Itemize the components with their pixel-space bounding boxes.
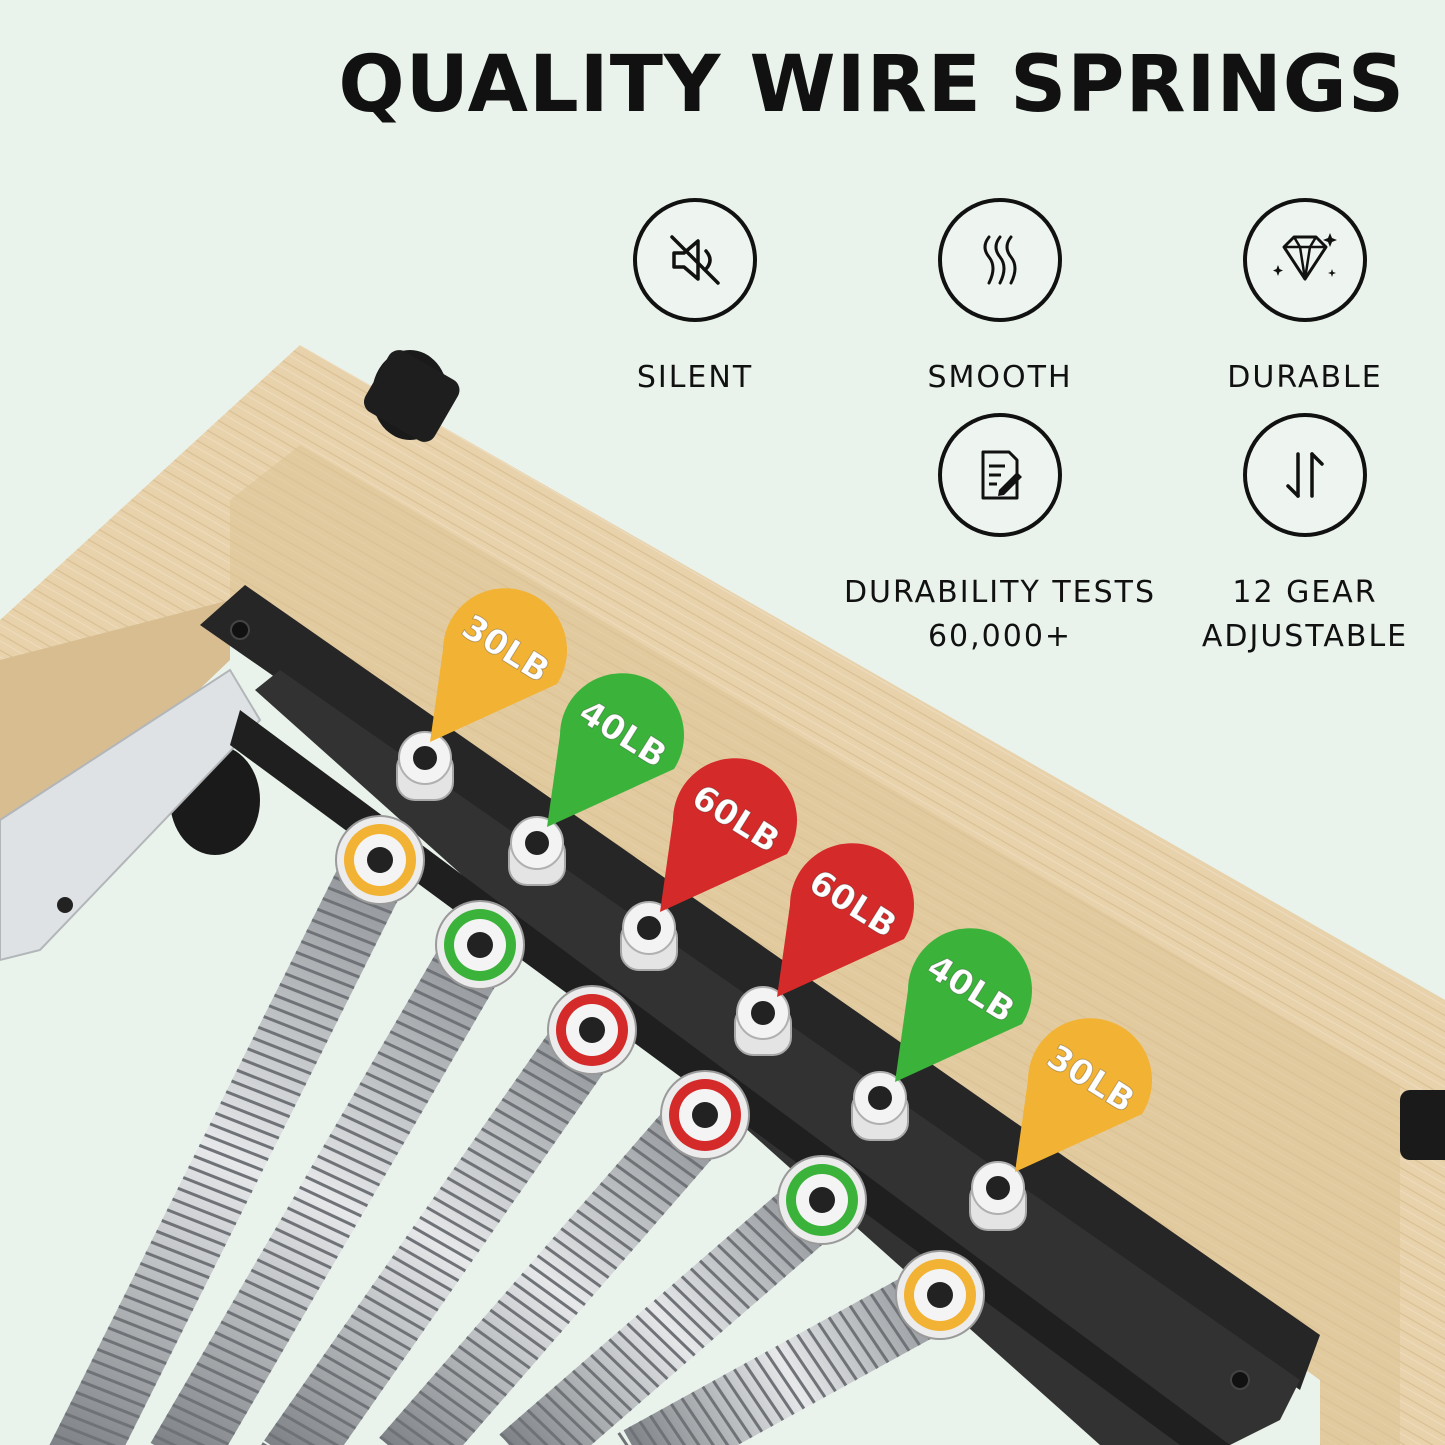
feature-label: SILENT: [636, 360, 754, 395]
anchors-group: [335, 815, 985, 1340]
adjustment-peg: [508, 816, 566, 886]
weight-marker: 40LB: [895, 928, 1032, 1082]
spring: [48, 844, 411, 1445]
weight-marker: 60LB: [660, 758, 797, 912]
spring-anchor-knob: [777, 1155, 867, 1245]
feature-label: SMOOTH: [927, 360, 1073, 395]
adjustment-peg: [396, 731, 454, 801]
pegs-group: [396, 731, 1027, 1231]
feature-smooth: SMOOTH: [840, 198, 1160, 400]
headline: QUALITY WIRE SPRINGS: [338, 40, 1405, 130]
spring-anchor-knob: [660, 1070, 750, 1160]
spring-anchor-knob: [547, 985, 637, 1075]
weight-marker: 30LB: [430, 588, 567, 742]
feature-label-line2: ADJUSTABLE: [1201, 619, 1409, 654]
feature-label-line2: 60,000+: [927, 619, 1073, 654]
feature-silent: SILENT: [535, 198, 855, 400]
diamond-icon: [1243, 198, 1367, 322]
up-down-arrows-icon: [1243, 413, 1367, 537]
spring: [499, 1174, 845, 1445]
adjustment-peg: [851, 1071, 909, 1141]
weight-marker: 30LB: [1015, 1018, 1152, 1172]
feature-label: DURABLE: [1227, 360, 1383, 395]
adjustment-peg: [734, 986, 792, 1056]
feature-label-line1: DURABILITY TESTS: [843, 575, 1157, 610]
adjustment-peg: [620, 901, 678, 971]
test-document-icon: [938, 413, 1062, 537]
feature-12-gear: 12 GEAR ADJUSTABLE: [1145, 413, 1445, 659]
smooth-waves-icon: [938, 198, 1062, 322]
rubber-bumpers: [170, 350, 1445, 1160]
spring: [147, 927, 510, 1445]
feature-label: DURABILITY TESTS 60,000+: [840, 571, 1160, 659]
mute-speaker-icon: [633, 198, 757, 322]
weight-marker: 60LB: [777, 843, 914, 997]
feature-label: 12 GEAR ADJUSTABLE: [1145, 571, 1445, 659]
feature-durability-tests: DURABILITY TESTS 60,000+: [840, 413, 1160, 659]
spring: [379, 1092, 731, 1445]
feature-durable: DURABLE: [1145, 198, 1445, 400]
springs-group: [48, 844, 957, 1445]
feature-label-line1: 12 GEAR: [1232, 575, 1378, 610]
spring: [617, 1265, 957, 1445]
weight-marker: 40LB: [547, 673, 684, 827]
adjustment-peg: [969, 1161, 1027, 1231]
spring-anchor-knob: [335, 815, 425, 905]
spring-anchor-knob: [435, 900, 525, 990]
metal-slide: [0, 668, 262, 962]
spring: [261, 1010, 620, 1445]
spring-anchor-knob: [895, 1250, 985, 1340]
